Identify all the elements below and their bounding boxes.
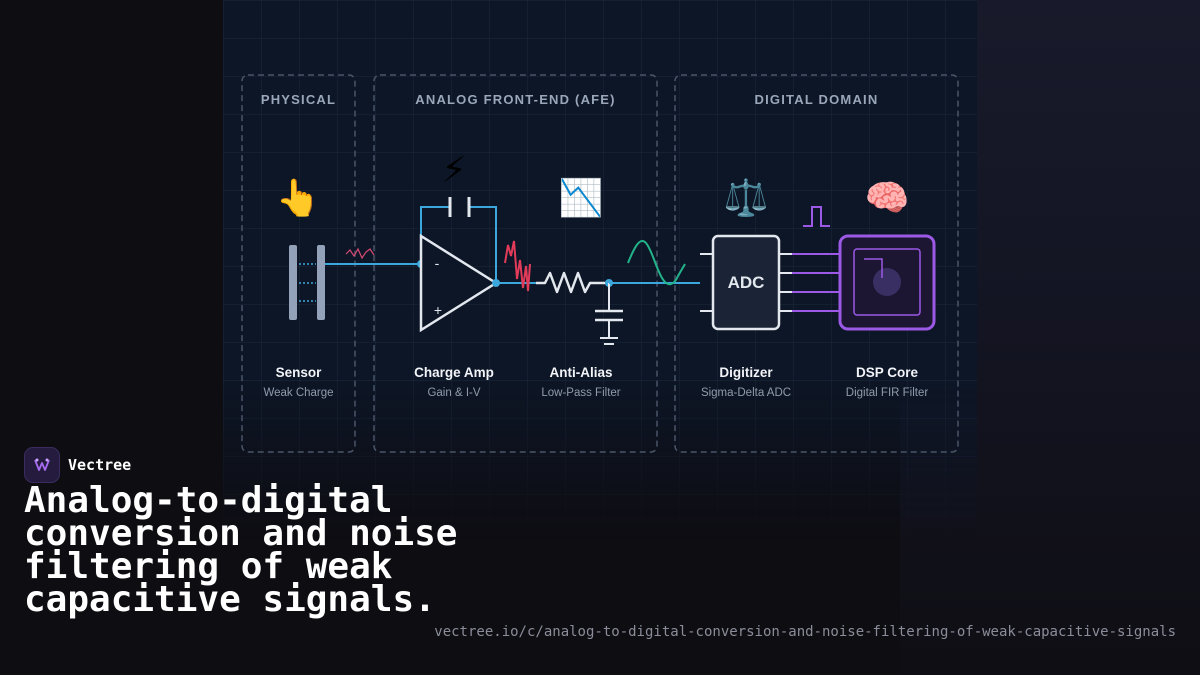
opamp-minus-sign: -: [435, 255, 440, 271]
adc-label: ADC: [728, 273, 765, 292]
brand-name: Vectree: [68, 456, 132, 474]
pointing-finger-icon: 👆: [276, 177, 321, 219]
vectree-logo-icon: [24, 447, 60, 483]
digital-pulse-signal: [803, 206, 830, 227]
dsp-core-sublabel: Digital FIR Filter: [846, 387, 929, 399]
physical-section-title: PHYSICAL: [261, 92, 336, 107]
digital-section-box: [674, 74, 959, 453]
digitizer-sublabel: Sigma-Delta ADC: [701, 387, 791, 399]
digital-section-title: DIGITAL DOMAIN: [755, 92, 879, 107]
sensor-label: Sensor: [276, 365, 323, 380]
sensor-capacitor: [289, 245, 325, 320]
anti-alias-sublabel: Low-Pass Filter: [541, 387, 620, 399]
digital-bus: [792, 253, 840, 312]
charge-amp-triangle: [419, 233, 499, 333]
afe-section-box: [373, 74, 658, 453]
weak-noise-signal: [345, 247, 375, 260]
adc-block: [700, 234, 792, 331]
charge-amp-sublabel: Gain & I-V: [427, 387, 480, 399]
sensor-sublabel: Weak Charge: [263, 387, 333, 399]
balance-scale-icon: ⚖️: [724, 177, 769, 219]
brand[interactable]: Vectree: [24, 447, 131, 483]
afe-section-title: ANALOG FRONT-END (AFE): [415, 92, 615, 107]
brain-icon: 🧠: [865, 178, 910, 219]
filter-resistor: [536, 271, 610, 294]
page-title: Analog-to-digital conversion and noise f…: [24, 480, 458, 620]
lightning-icon: ⚡: [441, 150, 466, 191]
digitizer-label: Digitizer: [719, 365, 773, 380]
amplified-noisy-signal: [504, 240, 531, 292]
chart-decreasing-icon: 📉: [559, 177, 604, 219]
anti-alias-label: Anti-Alias: [549, 365, 612, 380]
page-url[interactable]: vectree.io/c/analog-to-digital-conversio…: [434, 624, 1176, 640]
charge-amp-label: Charge Amp: [414, 365, 494, 380]
dsp-chip: [838, 234, 936, 331]
filter-capacitor-ground: [595, 279, 623, 345]
filtered-sine-signal: [627, 240, 686, 286]
dsp-core-label: DSP Core: [856, 365, 919, 380]
opamp-plus-sign: +: [434, 302, 442, 318]
